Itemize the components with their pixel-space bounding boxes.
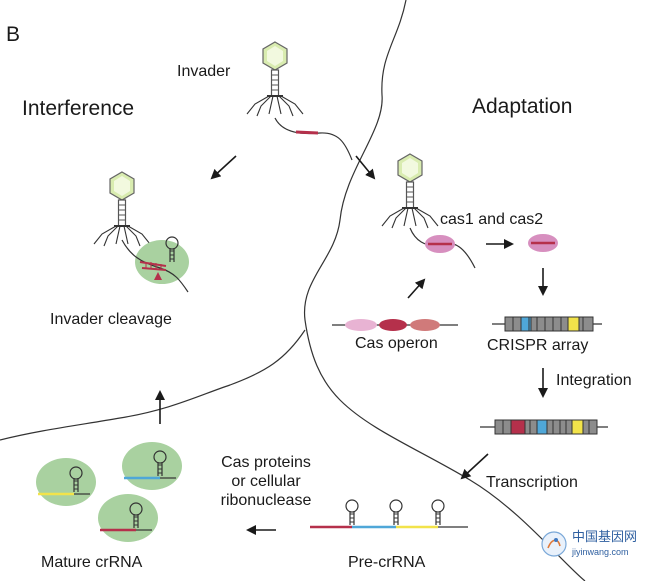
invader-phage — [246, 41, 304, 117]
pre-crrna-graphic — [310, 499, 468, 529]
integrated-array-graphic — [480, 419, 608, 435]
label-invader: Invader — [177, 63, 231, 80]
interference-dna — [121, 239, 189, 293]
label-integration: Integration — [556, 372, 632, 389]
label-cas-proteins-line-3: ribonuclease — [220, 492, 312, 509]
arrow-to-adaptation — [355, 155, 376, 180]
section-title-interference: Interference — [22, 97, 135, 120]
watermark-logo — [541, 531, 567, 557]
label-cas-proteins-line-2: or cellular — [231, 473, 301, 490]
cleavage-marker — [154, 272, 162, 280]
mature-crrna-blue — [122, 442, 182, 490]
cas-gene-1 — [345, 319, 377, 331]
interference-duplex — [139, 261, 167, 271]
label-mature-crrna: Mature crRNA — [41, 554, 143, 571]
cas-gene-2 — [379, 319, 407, 331]
watermark-url: jiyinwang.com — [572, 547, 629, 557]
arrow-operon-up — [407, 278, 426, 299]
label-cas-operon: Cas operon — [355, 335, 438, 352]
label-cas-proteins-line-1: Cas proteins — [221, 454, 311, 471]
label-invader-cleavage: Invader cleavage — [50, 311, 172, 328]
label-cas1-cas2: cas1 and cas2 — [440, 211, 544, 228]
cas-gene-3 — [410, 319, 440, 331]
interference-phage — [93, 171, 151, 247]
section-title-adaptation: Adaptation — [472, 95, 573, 118]
arrow-to-interference — [210, 155, 237, 180]
panel-label: B — [6, 23, 21, 46]
boundary-line-vertical — [303, 0, 586, 581]
label-transcription: Transcription — [486, 474, 578, 491]
interference-cascade-complex — [135, 240, 189, 284]
label-crispr-array: CRISPR array — [487, 337, 589, 354]
invader-protospacer — [295, 130, 319, 135]
mature-crrna-yellow — [36, 458, 96, 506]
invader-dna — [274, 117, 353, 161]
watermark-text: 中国基因网 — [572, 529, 638, 544]
adaptation-phage — [381, 153, 439, 229]
arrow-transcription — [460, 453, 489, 480]
label-pre-crrna: Pre-crRNA — [348, 554, 426, 571]
crispr-array-graphic — [492, 316, 602, 332]
boundary-line-horizontal — [0, 329, 306, 441]
mature-crrna-red — [98, 494, 158, 542]
